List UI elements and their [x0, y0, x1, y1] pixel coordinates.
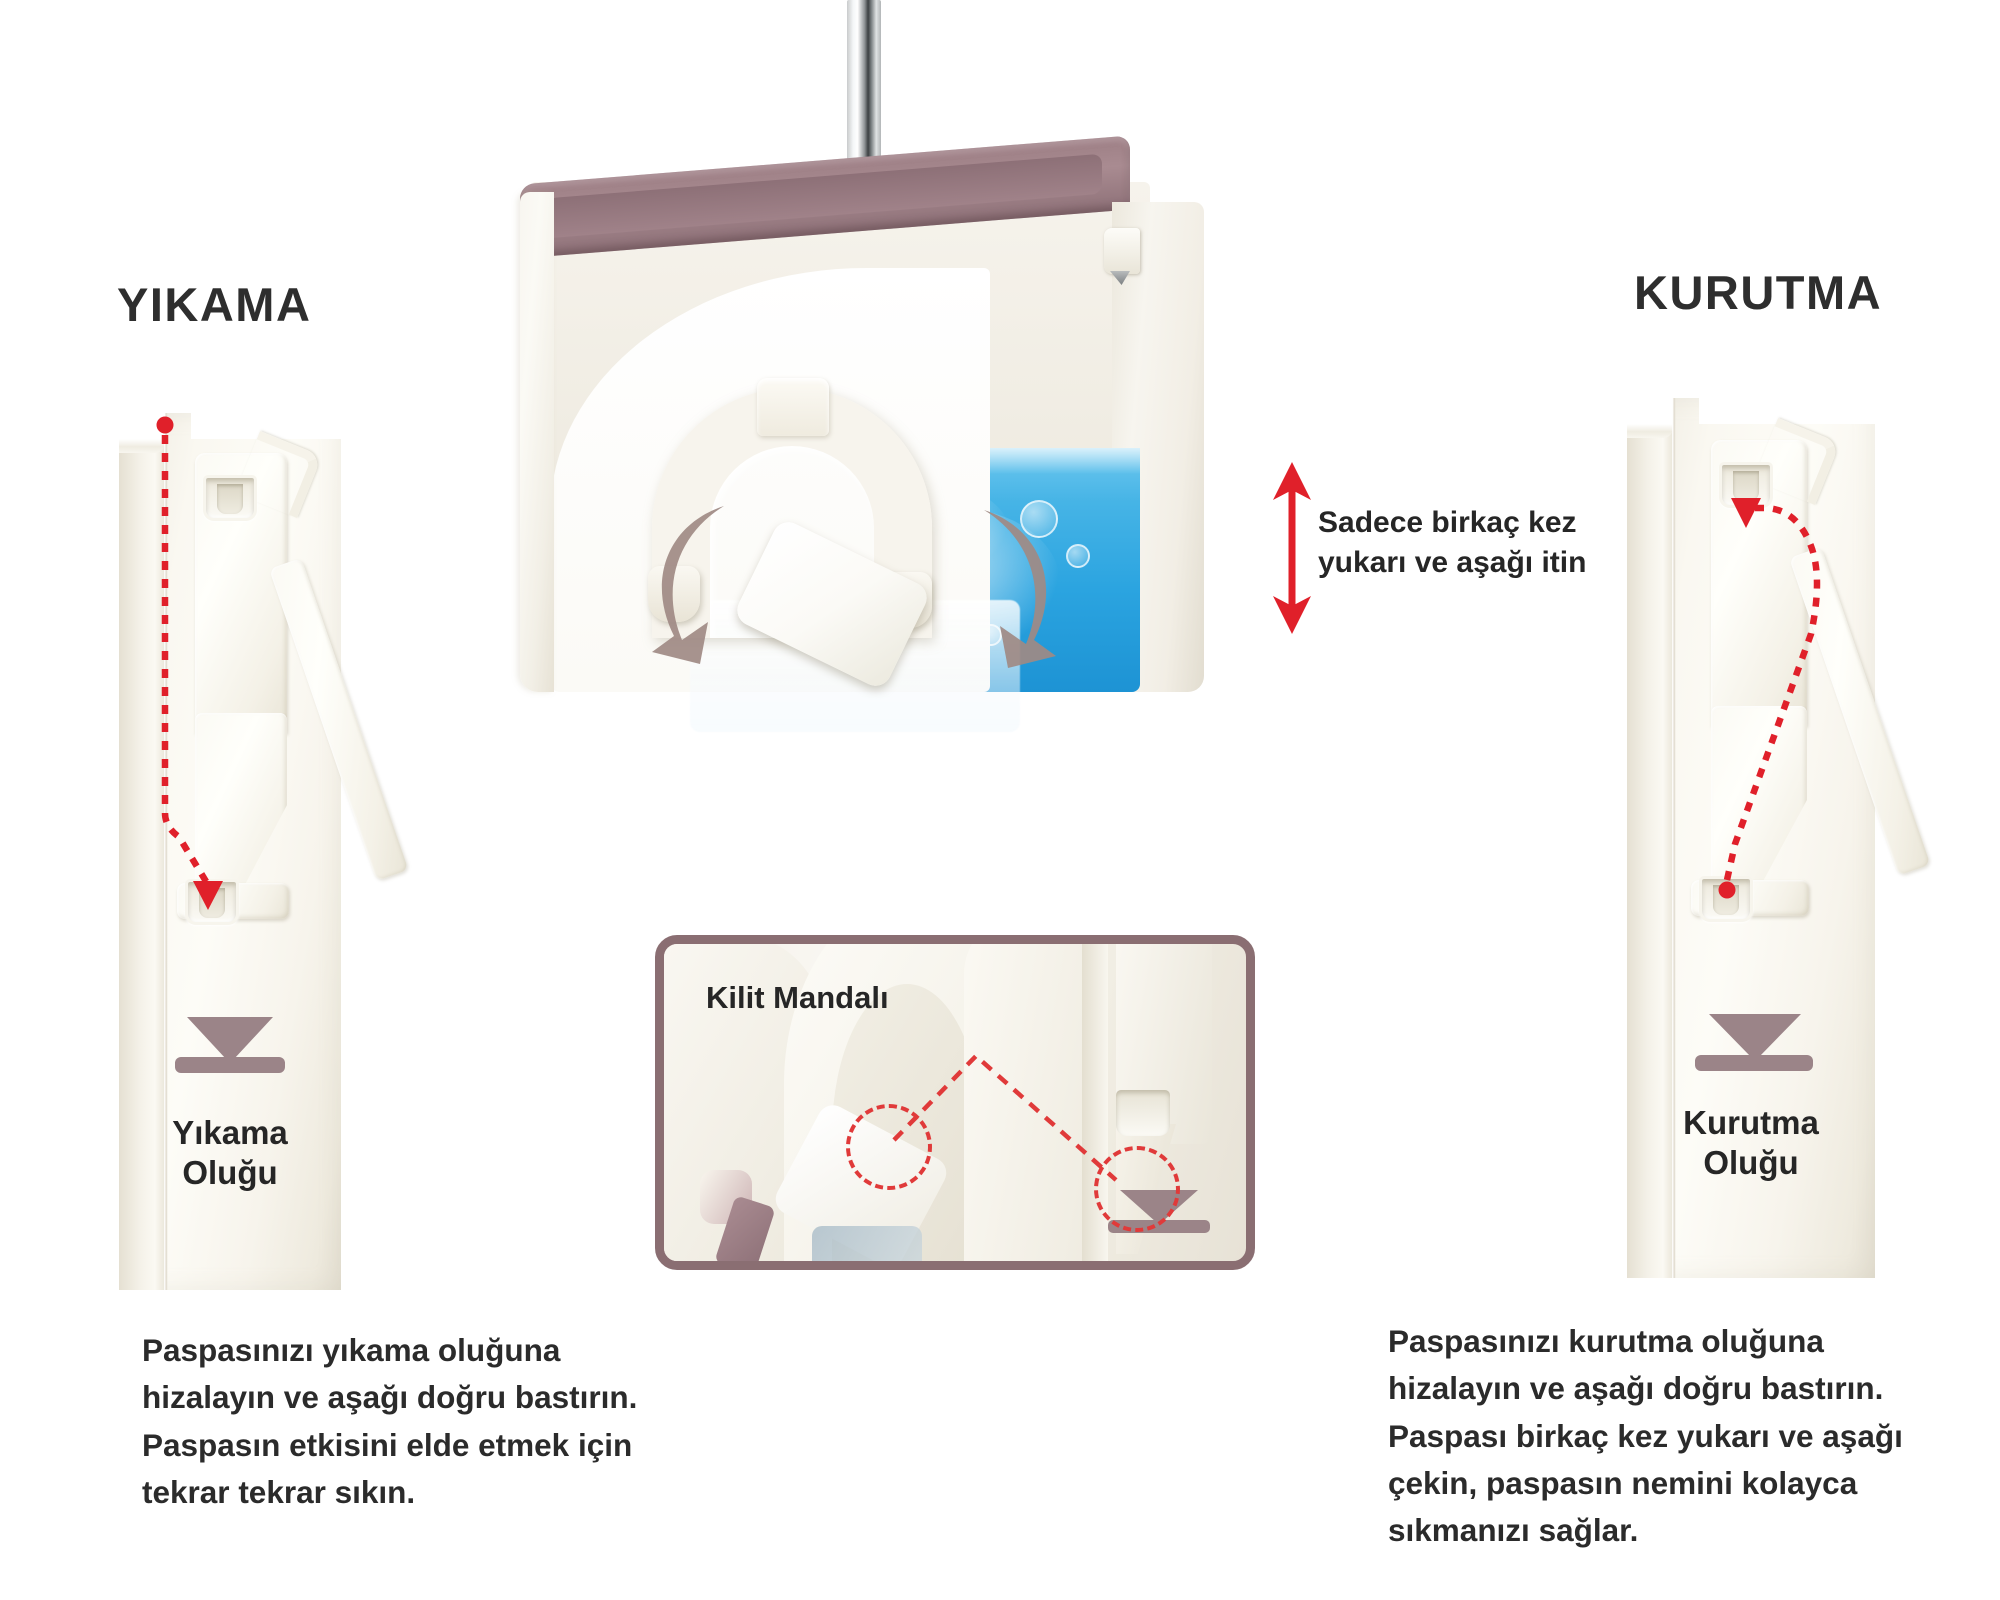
dry-caption-line2: Oluğu: [1703, 1144, 1799, 1182]
wash-funnel-glyph: [175, 1017, 285, 1073]
lower-notch-inner: [1713, 885, 1739, 915]
lower-notch-well: [185, 879, 239, 925]
dry-funnel-glyph: [1695, 1014, 1813, 1071]
wash-slot-panel: Yıkama Oluğu: [119, 413, 409, 1290]
water-bubble: [1020, 500, 1058, 538]
wash-panel-caption: Yıkama Oluğu: [119, 1113, 341, 1194]
groove-track-diagonal: [1789, 546, 1931, 876]
wash-caption-line2: Oluğu: [182, 1154, 278, 1192]
red-double-arrow-vertical: [1273, 462, 1311, 634]
bucket-latch-clip: [1104, 228, 1140, 274]
wash-caption-line1: Yıkama: [172, 1114, 288, 1151]
upper-notch-inner: [217, 484, 243, 514]
dry-instruction-text: Paspasınızı kurutma oluğuna hizalayın ve…: [1388, 1323, 1903, 1548]
rail-top-notch: [119, 413, 165, 453]
upper-notch-well: [1719, 462, 1773, 508]
section-heading-dry: KURUTMA: [1634, 266, 1883, 319]
water-bubble: [1066, 544, 1090, 568]
swirl-arrow-right: [984, 510, 1056, 668]
bucket-illustration: [500, 0, 1220, 900]
wash-instruction-text: Paspasınızı yıkama oluğuna hizalayın ve …: [142, 1332, 638, 1510]
dry-slot-panel: Kurutma Oluğu: [1627, 398, 1931, 1278]
inset-highlight-circle-latch: [846, 1104, 932, 1190]
rail-top-notch: [1627, 398, 1673, 438]
mop-head-collar: [757, 378, 829, 436]
panel-top-shoulder: [1699, 398, 1875, 424]
panel-side-rail: [1627, 398, 1676, 1278]
bucket-front-edge: [520, 192, 554, 692]
dry-caption-line1: Kurutma: [1683, 1104, 1819, 1141]
groove-track-diagonal: [269, 557, 409, 882]
upper-notch-well: [203, 475, 257, 521]
upper-notch-inner: [1733, 471, 1759, 501]
inset-leader-overlay: [892, 1052, 1118, 1182]
inset-highlight-circle-slot: [1094, 1146, 1180, 1232]
panel-top-shoulder: [191, 413, 341, 439]
lower-notch-well: [1699, 876, 1753, 922]
swirl-arrow-left: [652, 506, 724, 664]
inset-notch-well: [1116, 1090, 1170, 1136]
push-note-line2: yukarı ve aşağı itin: [1318, 545, 1587, 579]
push-note-line1: Sadece birkaç kez: [1318, 506, 1577, 539]
inset-leader-line: [892, 1052, 1118, 1182]
push-instruction-note: Sadece birkaç kez yukarı ve aşağı itin: [1318, 503, 1618, 583]
section-heading-wash: YIKAMA: [117, 278, 312, 331]
inset-mop-cloth: [812, 1226, 922, 1261]
lower-notch-inner: [199, 888, 225, 918]
inset-title: Kilit Mandalı: [706, 980, 889, 1015]
lock-latch-callout-box: Kilit Mandalı: [655, 935, 1255, 1270]
bucket: [520, 135, 1204, 732]
dry-panel-caption: Kurutma Oluğu: [1627, 1103, 1875, 1184]
